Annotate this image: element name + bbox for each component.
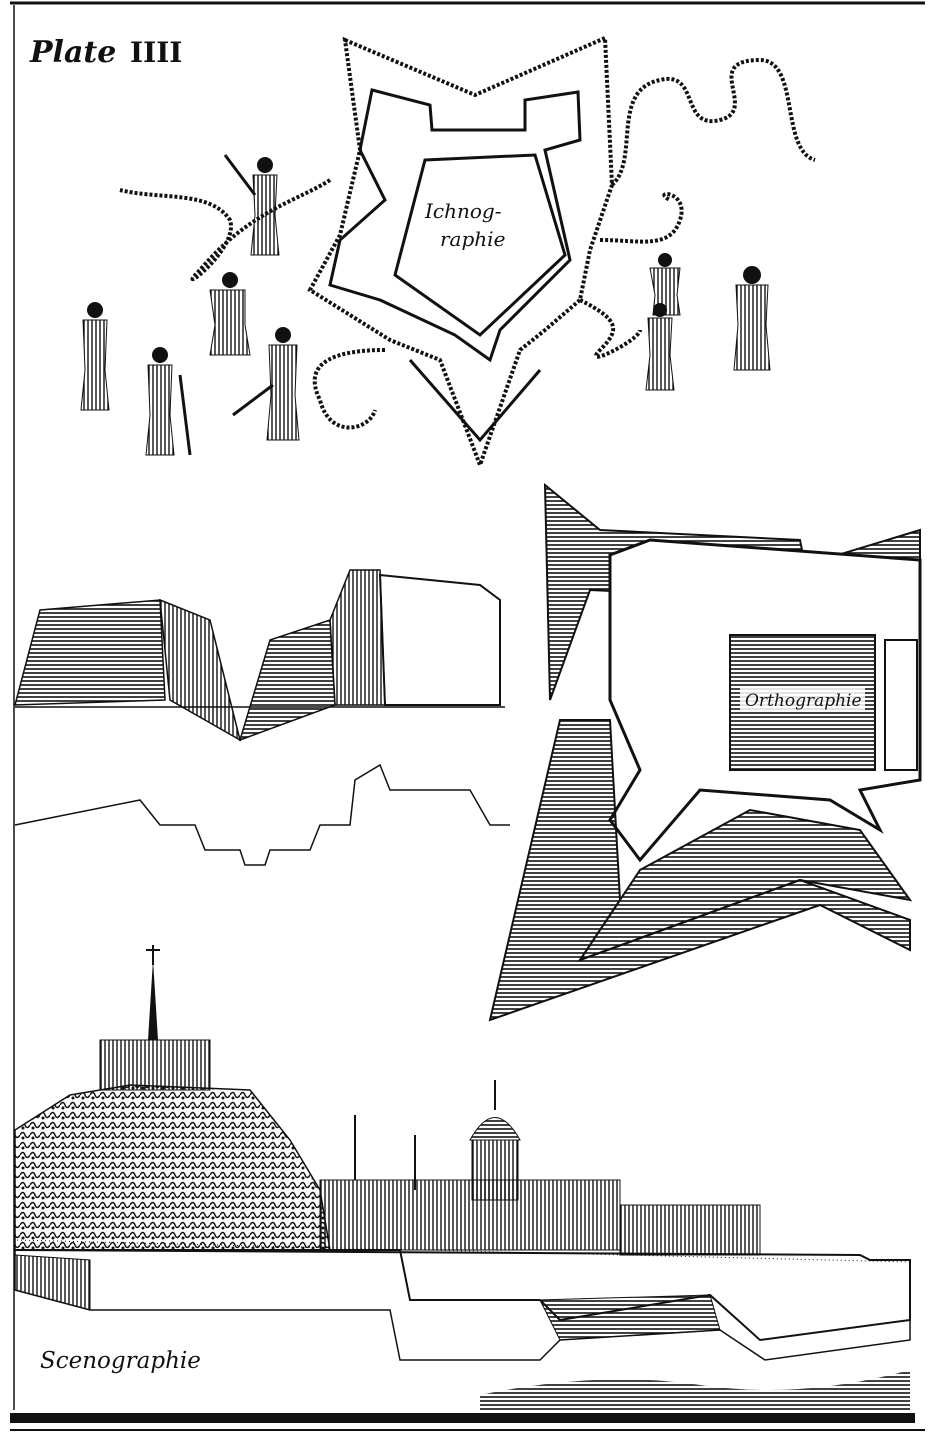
ichnographie-plan bbox=[119, 35, 816, 471]
orthographie-view bbox=[488, 482, 922, 1022]
ichnographie-label-line1: Ichnog- bbox=[424, 199, 502, 223]
plate-title: Plate bbox=[29, 35, 116, 70]
orthographie-label: Orthographie bbox=[745, 691, 862, 711]
scenographie-label: Scenographie bbox=[40, 1348, 201, 1374]
plate-number: IIII bbox=[130, 36, 182, 69]
surveyor-figures bbox=[80, 154, 771, 456]
plate-frame bbox=[10, 1, 925, 1431]
ichnographie-label-line2: raphie bbox=[440, 227, 505, 251]
scenographie-view bbox=[14, 945, 911, 1410]
profile-elevation bbox=[14, 569, 510, 866]
